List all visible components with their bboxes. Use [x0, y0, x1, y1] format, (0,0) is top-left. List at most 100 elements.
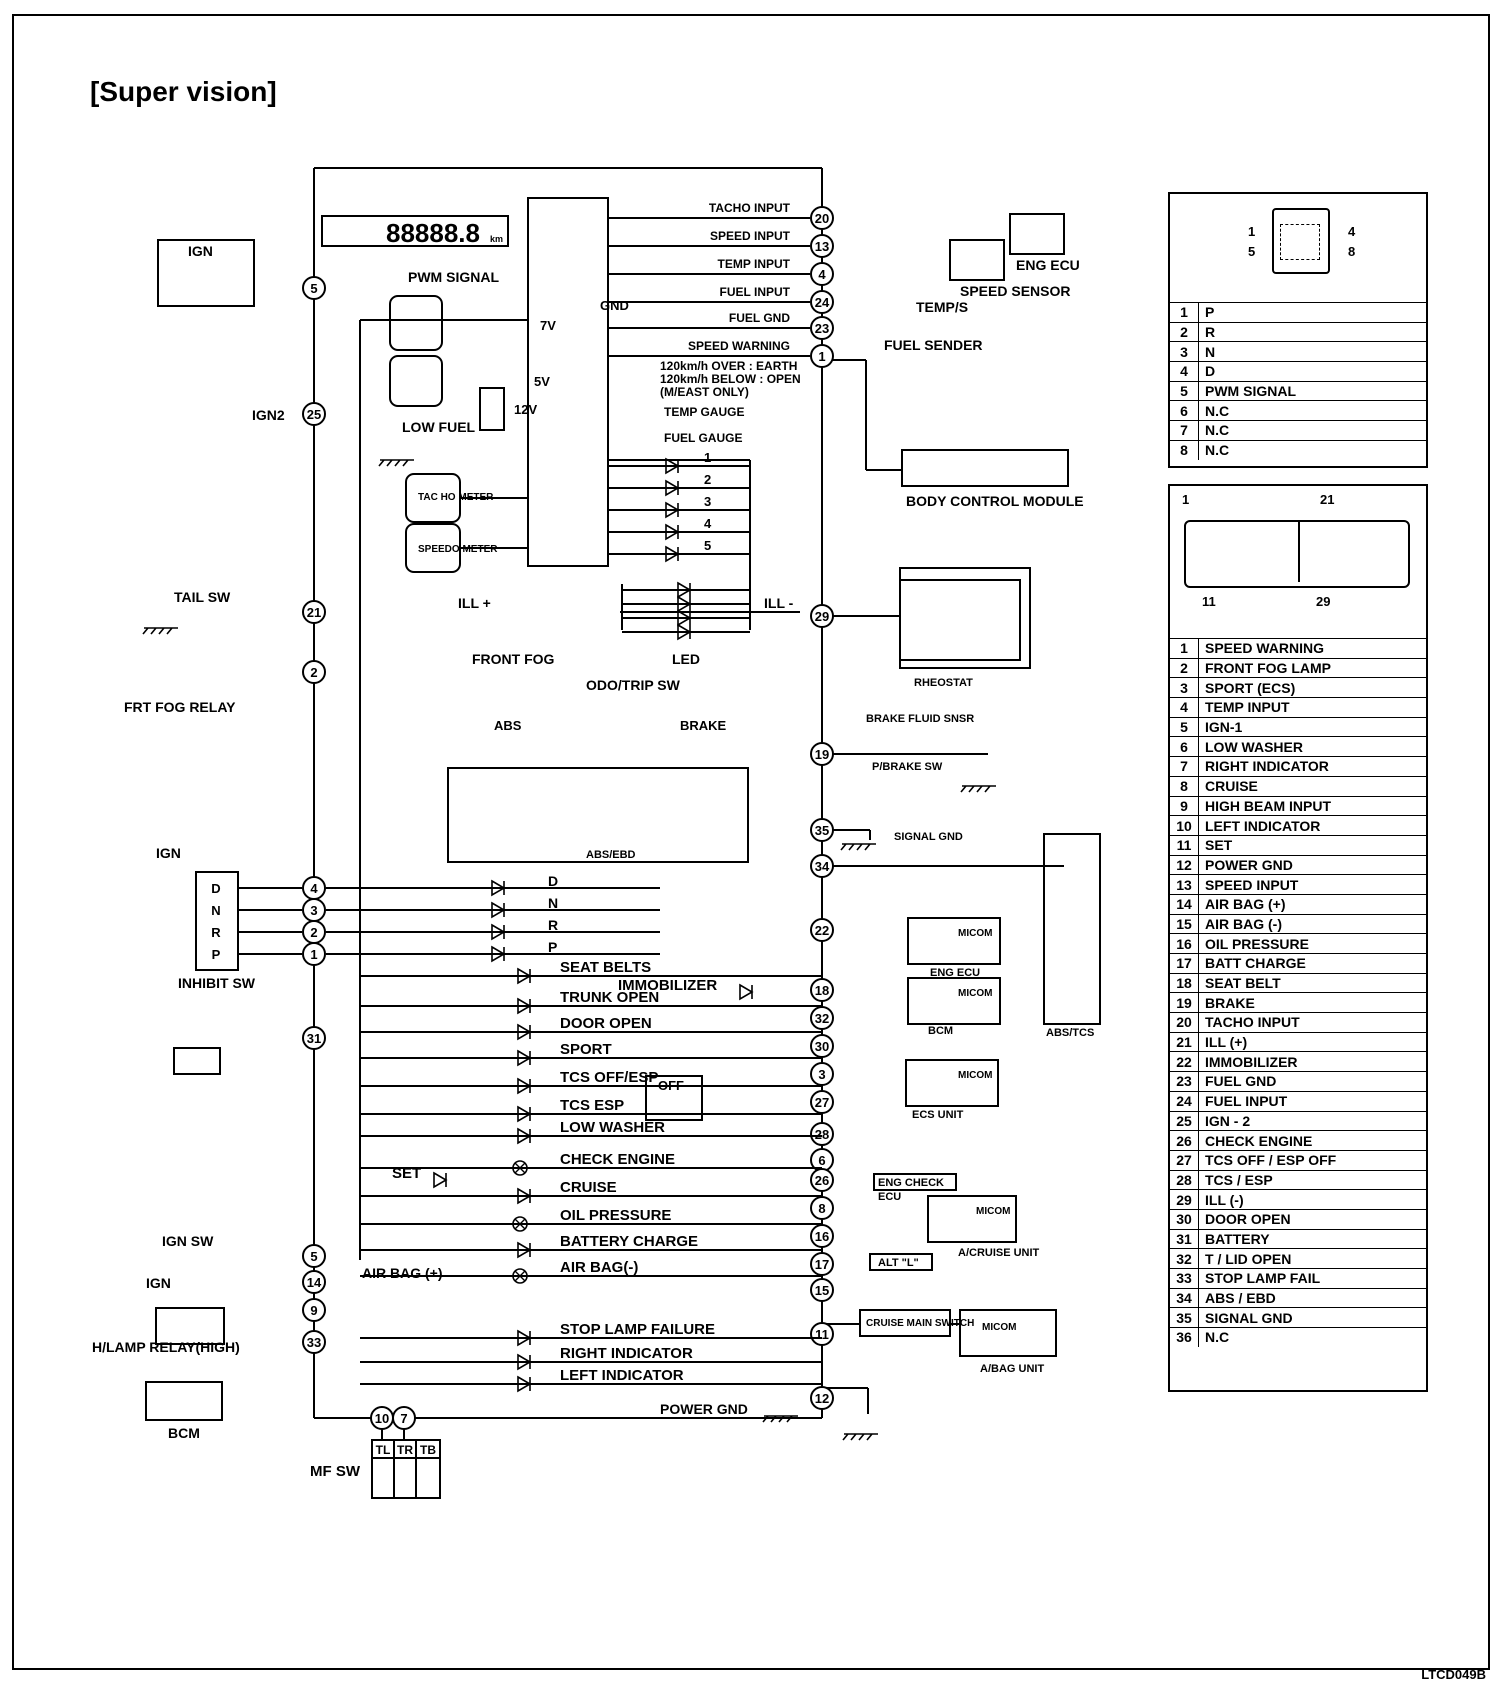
- indicator-label-7: LOW WASHER: [560, 1119, 665, 1136]
- left-pin-8: [302, 1026, 326, 1050]
- right-pin-28-number: 28: [815, 1127, 829, 1142]
- left-pin-11-number: 9: [310, 1303, 317, 1318]
- right-pin-18: [810, 978, 834, 1002]
- connector-8pin-inner: [1280, 224, 1320, 260]
- indicator-led-icon: [517, 1375, 532, 1393]
- indicator-label-8: CHECK ENGINE: [560, 1151, 675, 1168]
- pin-function: TACHO INPUT: [1198, 1012, 1426, 1033]
- right-pin-13: [810, 234, 834, 258]
- connector-8pin-body: [1272, 208, 1330, 274]
- pin-number: 27: [1170, 1149, 1199, 1171]
- right-pin-24-number: 24: [815, 295, 830, 310]
- right-pin-4: [810, 262, 834, 286]
- pin-number: 23: [1170, 1071, 1199, 1092]
- pbrake-sw-label: P/BRAKE SW: [872, 761, 943, 773]
- pin-number: 4: [1170, 361, 1199, 382]
- tell-tale-led-icon: [665, 545, 680, 563]
- pin-number: 17: [1170, 953, 1199, 974]
- pin-number: 6: [1170, 736, 1199, 757]
- pwm-signal-label: PWM SIGNAL: [408, 269, 499, 285]
- bcm-module-label: BODY CONTROL MODULE: [906, 493, 1084, 509]
- pin-number: 8: [1170, 439, 1199, 460]
- left-pin-9: [302, 1244, 326, 1268]
- mf-sw-label: MF SW: [310, 1463, 361, 1480]
- figure-code: LTCD049B: [1421, 1667, 1486, 1682]
- pin-function: TCS OFF / ESP OFF: [1198, 1149, 1426, 1171]
- pin-number: 3: [1170, 341, 1199, 362]
- gear-led-icon: [491, 945, 506, 963]
- indicator-led-icon: [517, 1353, 532, 1371]
- pin-function: AIR BAG (+): [1198, 893, 1426, 915]
- connector-8pin-label-4: 4: [1348, 224, 1356, 239]
- pin-number: 30: [1170, 1208, 1199, 1230]
- airbag-plus-label: AIR BAG (+): [362, 1265, 443, 1281]
- pin-label-0: TACHO INPUT: [709, 201, 791, 215]
- pin-number: 13: [1170, 874, 1199, 895]
- pin-number: 19: [1170, 992, 1199, 1013]
- pin-function: AIR BAG (-): [1198, 913, 1426, 934]
- indicator-label-15: RIGHT INDICATOR: [560, 1345, 693, 1362]
- pin-number: 35: [1170, 1307, 1199, 1328]
- diagram-title: [Super vision]: [90, 76, 277, 107]
- right-pin-17-number: 17: [815, 1257, 829, 1272]
- right-pin-6-number: 6: [818, 1153, 825, 1168]
- off-label: OFF: [658, 1078, 684, 1093]
- right-pin-1-number: 1: [818, 349, 825, 364]
- inhibit-sw-label: INHIBIT SW: [178, 975, 256, 991]
- led-number-4: 4: [704, 516, 712, 531]
- pin-function: LEFT INDICATOR: [1198, 815, 1426, 836]
- pin-number: 5: [1170, 380, 1199, 401]
- ecu-label: ECU: [878, 1191, 901, 1203]
- indicator-label-4: SPORT: [560, 1041, 612, 1058]
- brake-fluid-label: BRAKE FLUID SNSR: [866, 713, 974, 725]
- pin-number: 25: [1170, 1110, 1199, 1131]
- pin-label-3: FUEL INPUT: [720, 285, 791, 299]
- tell-tale-led-icon: [665, 523, 680, 541]
- left-pin-6-number: 2: [310, 925, 317, 940]
- right-pin-23: [810, 316, 834, 340]
- pin-number: 7: [1170, 420, 1199, 441]
- micom-label-4: MICOM: [976, 1206, 1010, 1217]
- indicator-led-icon: [517, 967, 532, 985]
- tb-label: TB: [420, 1443, 436, 1457]
- indicator-led-icon: [517, 1105, 532, 1123]
- pin-function: SPEED INPUT: [1198, 874, 1426, 895]
- pin-number: 8: [1170, 775, 1199, 796]
- pin-function: ABS / EBD: [1198, 1287, 1426, 1308]
- gnd-label: GND: [600, 298, 629, 313]
- speedo-meter-label: SPEEDO METER: [418, 544, 498, 555]
- pin-function: RIGHT INDICATOR: [1198, 756, 1426, 777]
- pin-number: 6: [1170, 400, 1199, 421]
- pin-function: SEAT BELT: [1198, 972, 1426, 993]
- left-pin-4-number: 4: [310, 881, 318, 896]
- pin-function: IGN-1: [1198, 716, 1426, 737]
- pin-number: 3: [1170, 677, 1199, 698]
- low-fuel-ground-icon: [378, 459, 414, 467]
- pin-number: 10: [1170, 815, 1199, 836]
- pin-number: 33: [1170, 1268, 1199, 1289]
- right-pin-20: [810, 206, 834, 230]
- pin-function: TEMP INPUT: [1198, 697, 1426, 718]
- speed-warning-note-0: 120km/h OVER : EARTH: [660, 359, 797, 373]
- gear-label-R: R: [548, 917, 558, 933]
- pin-number: 7: [1170, 756, 1199, 777]
- v5-label: 5V: [534, 374, 550, 389]
- odo-trip-label: ODO/TRIP SW: [586, 677, 681, 693]
- warning-lamp-icon: [512, 1216, 528, 1232]
- right-pin-15: [810, 1278, 834, 1302]
- indicator-led-icon: [517, 1077, 532, 1095]
